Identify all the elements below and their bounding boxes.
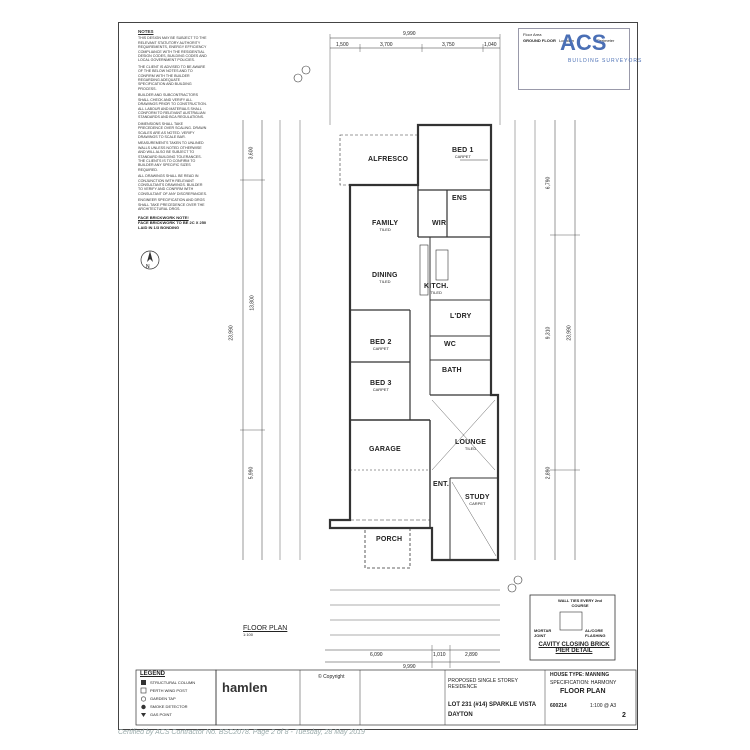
sheet-title: FLOOR PLAN <box>560 688 606 695</box>
dim-bottom-part: 1,010 <box>433 652 446 658</box>
job-number: 600214 <box>550 703 567 709</box>
dim-top-part: 1,500 <box>336 42 349 48</box>
room-label-garage: GARAGE <box>369 446 401 453</box>
room-label-ensuite: ENS <box>452 195 467 202</box>
room-label-bath: BATH <box>442 367 462 374</box>
approval-field: Floor Area <box>523 32 542 37</box>
room-label-porch: PORCH <box>376 536 403 543</box>
legend-item: PERTH WIND POST <box>150 688 188 693</box>
notes-paragraph: THIS DESIGN MAY BE SUBJECT TO THE RELEVA… <box>138 36 207 63</box>
svg-text:N: N <box>146 264 150 270</box>
room-label-entry: ENT. <box>433 481 449 488</box>
legend-item: SMOKE DETECTOR <box>150 704 188 709</box>
floor-plan-title: FLOOR PLAN 1:100 <box>243 625 288 637</box>
acs-tagline: BUILDING SURVEYORS <box>568 58 643 64</box>
dim-top-part: 3,750 <box>442 42 455 48</box>
dim-top-part: 3,700 <box>380 42 393 48</box>
drawing-scale: 1:100 @ A3 <box>590 703 617 709</box>
house-type: HOUSE TYPE: MANNING <box>550 672 610 678</box>
drawing-sheet <box>118 22 638 730</box>
room-label-wir: WIR <box>432 220 447 227</box>
notes-paragraph: BUILDER AND SUBCONTRACTORS SHALL CHECK A… <box>138 93 207 120</box>
room-label-kitchen: KITCH.TILED <box>424 283 449 295</box>
brick-note: FACE BRICKWORK NOTE! FACE BRICKWORK TO B… <box>138 215 208 230</box>
project-name: PROPOSED SINGLE STOREY RESIDENCE <box>448 678 518 690</box>
dim-left-part: 13,800 <box>249 295 256 311</box>
dim-left-total: 23,990 <box>228 325 235 341</box>
copyright-label: © Copyright <box>318 674 345 680</box>
dim-bottom-total: 9,990 <box>403 664 416 670</box>
legend-item: GARDEN TAP <box>150 696 176 701</box>
room-label-wc: WC <box>444 341 457 348</box>
acs-logo: ACS <box>560 30 607 55</box>
notes-paragraph: THE CLIENT IS ADVISED TO BE AWARE OF THE… <box>138 64 206 91</box>
cavity-mortar-label: MORTAR JOINT <box>534 628 552 638</box>
project-suburb: DAYTON <box>448 712 473 718</box>
dim-bottom-part: 6,090 <box>370 652 383 658</box>
certification-footer: Certified by ACS Contractor No. BSC2078.… <box>118 729 365 736</box>
room-label-alfresco: ALFRESCO <box>368 156 409 163</box>
dim-right-total: 23,990 <box>566 325 573 341</box>
brick-note-text: FACE BRICKWORK TO BE 2c x 250 LAID IN 1/… <box>138 220 207 230</box>
dim-right-part: 9,310 <box>545 326 552 340</box>
dim-bottom-part: 2,890 <box>465 652 478 658</box>
project-address: LOT 231 (#14) SPARKLE VISTA <box>448 702 537 708</box>
legend: LEGEND <box>140 671 165 677</box>
notes-paragraph: ALL DRAWINGS SHALL BE READ IN CONJUNCTIO… <box>138 174 207 196</box>
dim-left-part: 5,990 <box>248 466 255 480</box>
cavity-detail-title: CAVITY CLOSING BRICK PIER DETAIL <box>538 642 610 654</box>
sheet-number: 2 <box>622 712 626 719</box>
approval-field: Location <box>559 38 575 43</box>
dim-top-total: 9,990 <box>403 31 416 37</box>
dim-left-part: 3,600 <box>248 146 255 160</box>
legend-title: LEGEND <box>140 671 166 677</box>
approval-field: GROUND FLOOR <box>523 38 556 43</box>
brick-note-title: FACE BRICKWORK NOTE! <box>138 215 189 220</box>
dim-right-part: 6,790 <box>545 176 552 190</box>
notes-panel: NOTES THIS DESIGN MAY BE SUBJECT TO THE … <box>138 29 208 213</box>
approval-stamp: Floor Area Location Perimeter GROUND FLO… <box>518 28 630 90</box>
notes-paragraph: ENGINEER SPECIFICATION AND DRGS SHALL TA… <box>138 198 205 212</box>
approval-field: Perimeter <box>597 38 615 43</box>
dim-right-part: 2,890 <box>545 466 552 480</box>
legend-item: GAS POINT <box>150 712 172 717</box>
specification: SPECIFICATION: HARMONY <box>550 680 617 686</box>
notes-heading: NOTES <box>138 29 154 34</box>
hamlen-logo: hamlen <box>222 680 268 695</box>
notes-paragraph: MEASUREMENTS TAKEN TO UNLINED WALLS UNLE… <box>138 141 204 172</box>
notes-paragraph: DIMENSIONS SHALL TAKE PRECEDENCE OVER SC… <box>138 121 207 139</box>
dim-top-part: 1,040 <box>484 42 497 48</box>
cavity-flashing-label: AL/CORE FLASHING <box>585 628 606 638</box>
cavity-wall-ties-label: WALL TIES EVERY 2nd COURSE <box>558 598 602 608</box>
legend-item: STRUCTURAL COLUMN <box>150 680 196 685</box>
room-label-laundry: L'DRY <box>450 313 472 320</box>
